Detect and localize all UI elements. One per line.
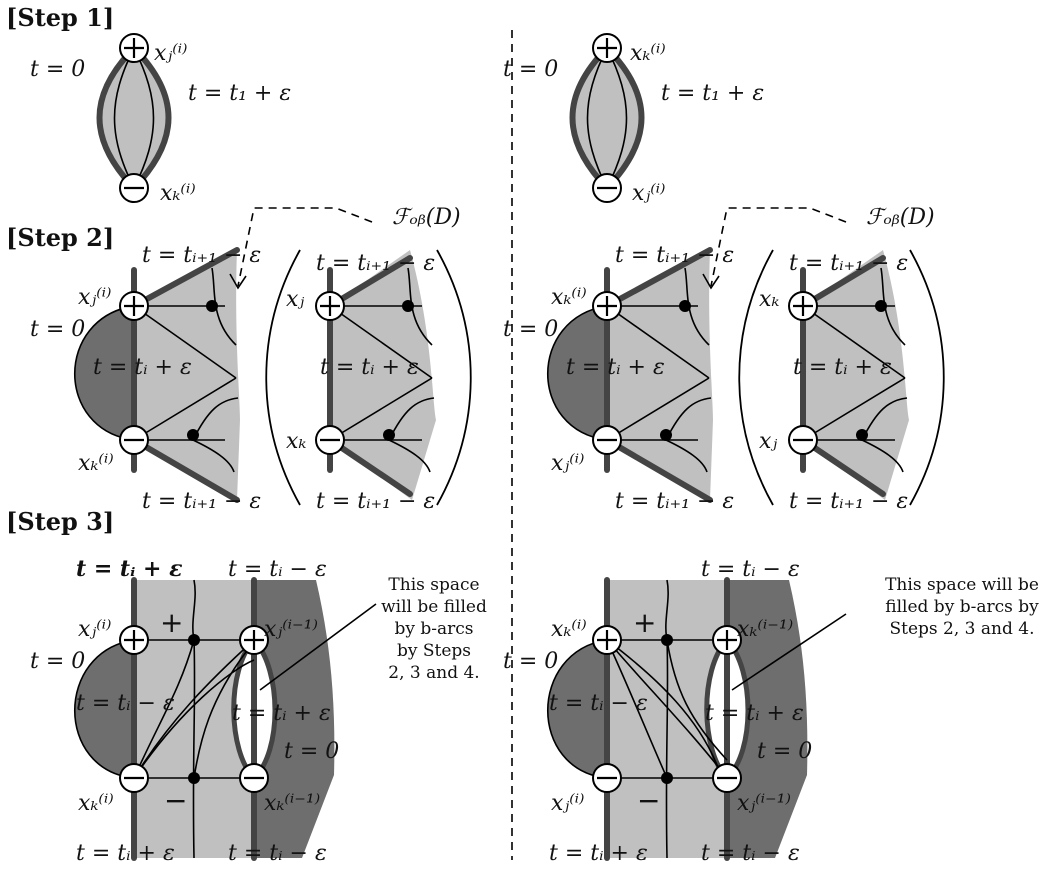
step2-right-fol-xj: xⱼ [759, 429, 777, 454]
step2-left-fol-tieps: t = tᵢ + ε [320, 355, 419, 380]
step1-right-tile [569, 33, 645, 203]
step2-heading: [Step 2] [6, 223, 114, 252]
note-line: This space [388, 575, 479, 595]
note-line: by b-arcs [394, 619, 473, 639]
step2-right-tieps: t = tᵢ + ε [566, 355, 665, 380]
step3-right-note: This space will be filled by b-arcs by S… [885, 575, 1039, 639]
step1-left-xj: xⱼ⁽ⁱ⁾ [154, 41, 187, 66]
step3-left-bot-right: t = tᵢ − ε [228, 841, 327, 866]
step3-right-xj: xⱼ⁽ⁱ⁾ [551, 791, 584, 816]
step1-left-xk: xₖ⁽ⁱ⁾ [160, 181, 196, 206]
step3-right-inner-ti-plus: t = tᵢ + ε [705, 701, 804, 726]
step2-right-fol-xk: xₖ [759, 287, 779, 312]
step2-left-top-label: t = tᵢ₊₁ − ε [142, 243, 261, 268]
step3-left-inner-ti-plus: t = tᵢ + ε [232, 701, 331, 726]
step3-right-bot-right: t = tᵢ − ε [701, 841, 800, 866]
step3-right-plus-sign: + [633, 606, 656, 639]
step2-left-fol-top: t = tᵢ₊₁ − ε [316, 251, 435, 276]
step3-left-note: This space will be filled by b-arcs by S… [381, 575, 487, 683]
step1-right-xk: xₖ⁽ⁱ⁾ [630, 41, 666, 66]
step2-left-fol-bot: t = tᵢ₊₁ − ε [316, 489, 435, 514]
step2-right-t0: t = 0 [503, 317, 558, 342]
step3-left-xk: xₖ⁽ⁱ⁾ [78, 791, 114, 816]
step3-left-xj-i1: xⱼ⁽ⁱ⁻¹⁾ [264, 617, 318, 642]
step3-right-tile [547, 577, 808, 861]
step2-left-arrowhead [229, 273, 247, 290]
step1-left-t1eps: t = t₁ + ε [188, 81, 291, 106]
step3-left-minus-sign: − [164, 784, 187, 817]
step3-right-minus-sign: − [637, 784, 660, 817]
step3-heading: [Step 3] [6, 507, 114, 536]
step2-right-xk: xₖ⁽ⁱ⁾ [551, 285, 587, 310]
step3-right-xk-i1: xₖ⁽ⁱ⁻¹⁾ [737, 617, 793, 642]
step2-right-arrowhead [702, 273, 720, 290]
step2-left-dashed-arrow [237, 207, 373, 287]
step2-left-fol-xj: xⱼ [286, 287, 304, 312]
step3-right-inner-t0: t = 0 [757, 739, 812, 764]
step2-left-tieps: t = tᵢ + ε [93, 355, 192, 380]
step3-right-top-right: t = tᵢ − ε [701, 557, 800, 582]
step2-left-t0: t = 0 [30, 317, 85, 342]
step3-left-xj: xⱼ⁽ⁱ⁾ [78, 617, 111, 642]
step1-left-tile [96, 33, 172, 203]
step3-left-inner-t0: t = 0 [284, 739, 339, 764]
step1-right-t0: t = 0 [503, 57, 558, 82]
note-line: This space will be [885, 575, 1039, 595]
step3-right-xj-i1: xⱼ⁽ⁱ⁻¹⁾ [737, 791, 791, 816]
step3-right-xk: xₖ⁽ⁱ⁾ [551, 617, 587, 642]
step2-right-bot-label: t = tᵢ₊₁ − ε [615, 489, 734, 514]
step2-left-xj: xⱼ⁽ⁱ⁾ [78, 285, 111, 310]
step3-right-note-pointer [731, 613, 847, 691]
step3-left-t0: t = 0 [30, 649, 85, 674]
step3-left-bot-left: t = tᵢ + ε [76, 841, 175, 866]
step2-right-tile [547, 247, 713, 503]
step2-right-foliation-tile [738, 249, 945, 506]
step3-left-plus-sign: + [160, 606, 183, 639]
step3-left-inner-ti-minus: t = tᵢ − ε [76, 691, 175, 716]
step2-left-foliation-tile [265, 249, 472, 506]
step2-right-fol-bot: t = tᵢ₊₁ − ε [789, 489, 908, 514]
note-line: 2, 3 and 4. [388, 663, 479, 683]
step2-right-fol-tieps: t = tᵢ + ε [793, 355, 892, 380]
step1-heading: [Step 1] [6, 3, 114, 32]
step3-left-xk-i1: xₖ⁽ⁱ⁻¹⁾ [264, 791, 320, 816]
step2-left-bot-label: t = tᵢ₊₁ − ε [142, 489, 261, 514]
step3-left-top-right: t = tᵢ − ε [228, 557, 327, 582]
note-line: Steps 2, 3 and 4. [890, 619, 1035, 639]
note-line: filled by b-arcs by [885, 597, 1039, 617]
step1-right-t1eps: t = t₁ + ε [661, 81, 764, 106]
step3-right-bot-left: t = tᵢ + ε [549, 841, 648, 866]
step2-left-foliation-label: ℱₒᵦ(D) [392, 205, 461, 230]
step3-left-note-pointer [259, 603, 377, 691]
step2-right-xj: xⱼ⁽ⁱ⁾ [551, 451, 584, 476]
step2-right-dashed-arrow [710, 207, 847, 287]
step2-left-tile [74, 247, 240, 503]
step2-right-fol-top: t = tᵢ₊₁ − ε [789, 251, 908, 276]
note-line: by Steps [397, 641, 471, 661]
step1-right-xj: xⱼ⁽ⁱ⁾ [632, 181, 665, 206]
step2-left-fol-xk: xₖ [286, 429, 306, 454]
note-line: will be filled [381, 597, 487, 617]
step2-right-top-label: t = tᵢ₊₁ − ε [615, 243, 734, 268]
step3-left-top-left: t = tᵢ + ε [76, 556, 182, 582]
step1-left-t0: t = 0 [30, 57, 85, 82]
step2-left-xk: xₖ⁽ⁱ⁾ [78, 451, 114, 476]
step3-right-t0: t = 0 [503, 649, 558, 674]
step3-right-inner-ti-minus: t = tᵢ − ε [549, 691, 648, 716]
step2-right-foliation-label: ℱₒᵦ(D) [866, 205, 935, 230]
